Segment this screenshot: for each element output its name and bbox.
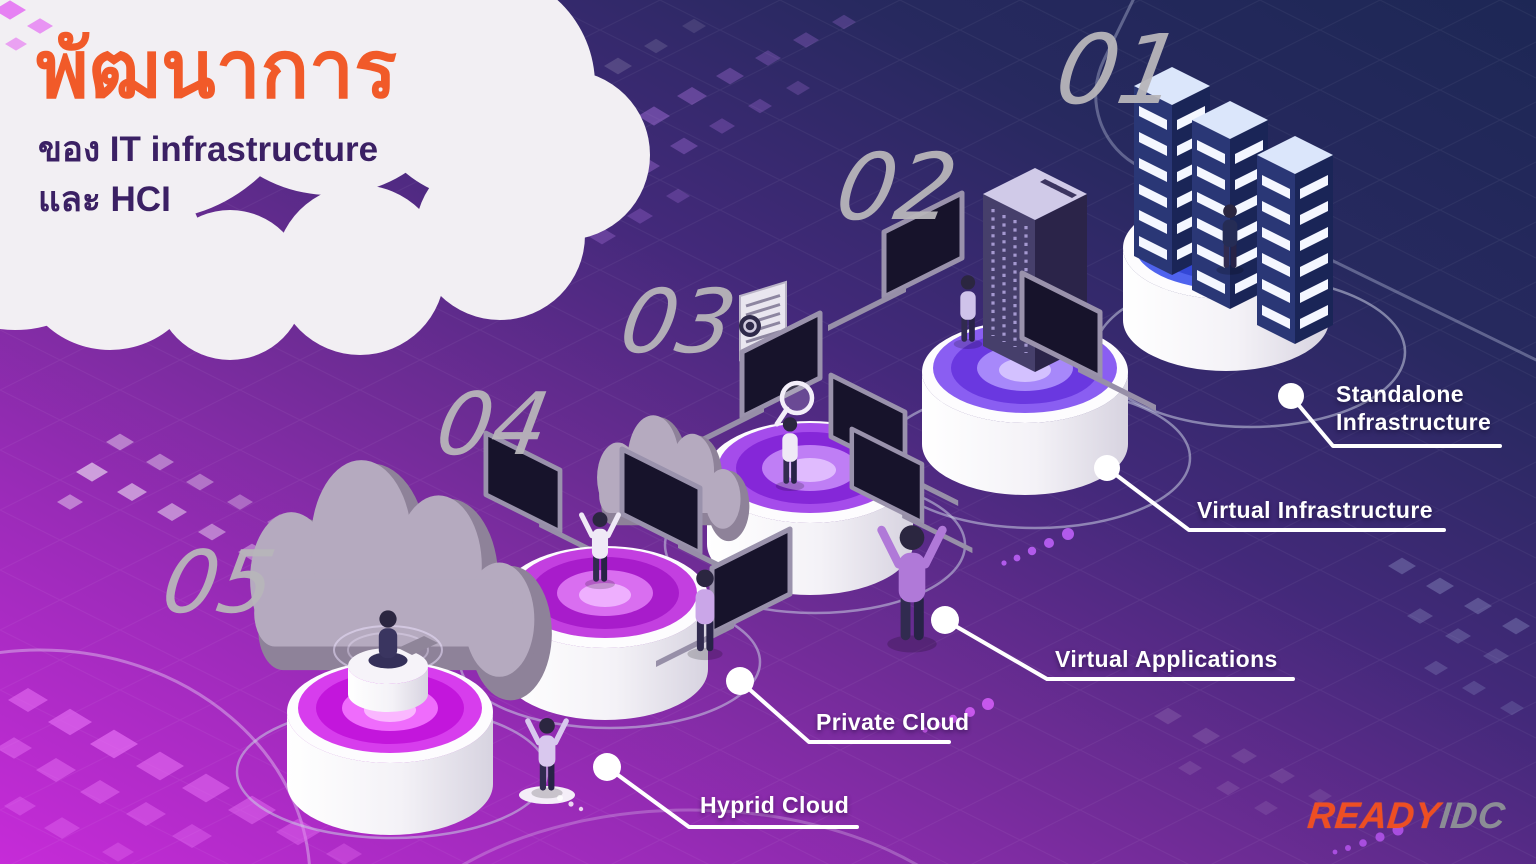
stage-01-illustration [1093,67,1407,429]
callout-lines [605,394,1502,829]
callout-dot [593,753,621,781]
callout-dot [1094,455,1120,481]
brand-logo-ready: READY [1305,795,1443,836]
stage-02-illustration [828,166,1192,530]
page-subtitle-line2: และ HCI [38,180,171,219]
callout-dot [1278,383,1304,409]
platform-icon [1123,248,1329,371]
dotted-trails [557,528,1404,855]
brand-logo-idc: IDC [1437,795,1508,836]
stage-number-03: 03 [613,270,744,373]
pedestal-icon [348,666,428,712]
platform-icon [502,597,708,720]
stage-05-illustration [235,460,575,840]
label-hyprid-cloud: Hyprid Cloud [700,792,850,818]
decor-arc [0,648,311,864]
callout-line-virtual-infrastructure [1105,466,1446,532]
callout-line-virtual-applications [943,618,1295,681]
page-title: พัฒนาการ [36,25,397,114]
callout-dots [593,383,1304,781]
decor-outline-shape [1094,0,1536,379]
label-virtual-applications: Virtual Applications [1055,646,1278,672]
decor-arc [461,808,919,864]
callout-line-standalone [1289,394,1502,448]
label-private-cloud: Private Cloud [816,709,970,735]
stage-04-illustration [458,415,790,730]
title-cloud-icon [0,0,650,360]
stage-number-01: 01 [1048,14,1191,126]
label-standalone-infrastructure: Standalone Infrastructure [1336,381,1492,436]
platform-icon [922,372,1128,495]
page-subtitle-line1: ของ IT infrastructure [38,130,379,169]
label-virtual-infrastructure: Virtual Infrastructure [1197,497,1433,523]
diamond-confetti-corner [0,0,53,51]
callout-line-private-cloud [738,679,951,744]
stage-number-05: 05 [155,533,283,633]
stage-number-04: 04 [429,375,557,475]
callout-dot [931,606,959,634]
callout-dot [726,667,754,695]
platform-icon [287,712,493,835]
brand-logo: READYIDC [1305,795,1508,836]
callout-line-hyprid-cloud [605,765,859,829]
stage-number-02: 02 [828,134,965,241]
